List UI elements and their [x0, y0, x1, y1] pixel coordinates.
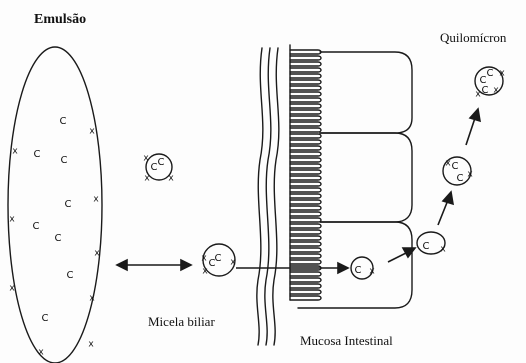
microvillus	[290, 218, 321, 222]
cholesterol-marker: C	[482, 85, 489, 96]
microvillus	[290, 284, 321, 288]
intestinal-wall-lines	[257, 48, 279, 345]
microvillus	[290, 152, 321, 156]
surface-marker: x	[168, 174, 174, 184]
microvillus	[290, 140, 321, 144]
microvillus	[290, 242, 321, 246]
microvillus	[290, 122, 321, 126]
microvillus	[290, 104, 321, 108]
surface-marker: x	[499, 69, 505, 79]
chylomicron-label: Quilomícron	[440, 30, 506, 46]
microvillus	[290, 74, 321, 78]
cholesterol-marker: C	[487, 68, 494, 79]
cholesterol-marker: C	[355, 265, 362, 276]
microvillus	[290, 212, 321, 216]
microvillus	[290, 188, 321, 192]
surface-marker: x	[9, 284, 15, 294]
microvillus	[290, 230, 321, 234]
surface-marker: x	[445, 159, 451, 169]
microvillus	[290, 146, 321, 150]
arrow-vesicle-up	[438, 200, 448, 225]
surface-marker: x	[9, 215, 15, 225]
microvillus	[290, 182, 321, 186]
surface-marker: x	[467, 170, 473, 180]
surface-marker: x	[144, 174, 150, 184]
microvillus	[290, 176, 321, 180]
microvillus	[290, 164, 321, 168]
surface-marker: x	[440, 245, 446, 255]
intestinal-mucosa-label: Mucosa Intestinal	[300, 333, 393, 349]
cholesterol-marker: C	[42, 313, 49, 324]
arrow-to-chylomicron	[466, 118, 475, 145]
surface-marker: x	[475, 90, 481, 100]
surface-marker: x	[369, 267, 375, 277]
microvillus	[290, 260, 321, 264]
microvillus	[290, 56, 321, 60]
microvillus	[290, 296, 321, 300]
cholesterol-marker: C	[423, 241, 430, 252]
microvillus	[290, 62, 321, 66]
surface-marker: x	[493, 86, 499, 96]
microvillus	[290, 272, 321, 276]
microvillus	[290, 194, 321, 198]
microvillus	[290, 92, 321, 96]
microvillus	[290, 80, 321, 84]
microvillus	[290, 98, 321, 102]
surface-marker: x	[12, 147, 18, 157]
microvillus	[290, 236, 321, 240]
cholesterol-marker: C	[61, 155, 68, 166]
surface-marker: x	[143, 154, 149, 164]
microvillus	[290, 224, 321, 228]
cholesterol-marker: C	[151, 162, 158, 173]
surface-marker: x	[38, 348, 44, 358]
surface-marker: x	[89, 127, 95, 137]
microvillus	[290, 110, 321, 114]
cholesterol-marker: C	[457, 173, 464, 184]
cholesterol-marker: C	[33, 221, 40, 232]
microvillus	[290, 254, 321, 258]
microvillus	[290, 68, 321, 72]
microvillus	[290, 116, 321, 120]
surface-marker: x	[230, 258, 236, 268]
microvillus	[290, 248, 321, 252]
microvillus	[290, 200, 321, 204]
microvillus	[290, 128, 321, 132]
cholesterol-marker: C	[452, 161, 459, 172]
microvillus	[290, 86, 321, 90]
microvillus	[290, 50, 321, 54]
microvillus	[290, 278, 321, 282]
cholesterol-marker: C	[65, 199, 72, 210]
surface-marker: x	[88, 340, 94, 350]
cholesterol-marker: C	[215, 253, 222, 264]
microvillus	[290, 290, 321, 294]
surface-marker: x	[94, 249, 100, 259]
cholesterol-marker: C	[158, 157, 165, 168]
bile-micelle-label: Micela biliar	[148, 314, 215, 330]
microvillus	[290, 134, 321, 138]
emulsion-label: Emulsão	[34, 12, 86, 28]
cholesterol-marker: C	[55, 233, 62, 244]
surface-marker: x	[201, 254, 207, 264]
microvillus	[290, 206, 321, 210]
arrow-cell-to-vesicle	[388, 252, 408, 262]
cholesterol-marker: C	[34, 149, 41, 160]
microvillus	[290, 170, 321, 174]
surface-marker: x	[202, 267, 208, 277]
surface-marker: x	[89, 294, 95, 304]
cholesterol-marker: C	[67, 270, 74, 281]
microvilli	[290, 50, 321, 300]
emulsion-droplet	[8, 47, 102, 363]
cholesterol-marker: C	[60, 116, 67, 127]
microvillus	[290, 158, 321, 162]
surface-marker: x	[93, 195, 99, 205]
